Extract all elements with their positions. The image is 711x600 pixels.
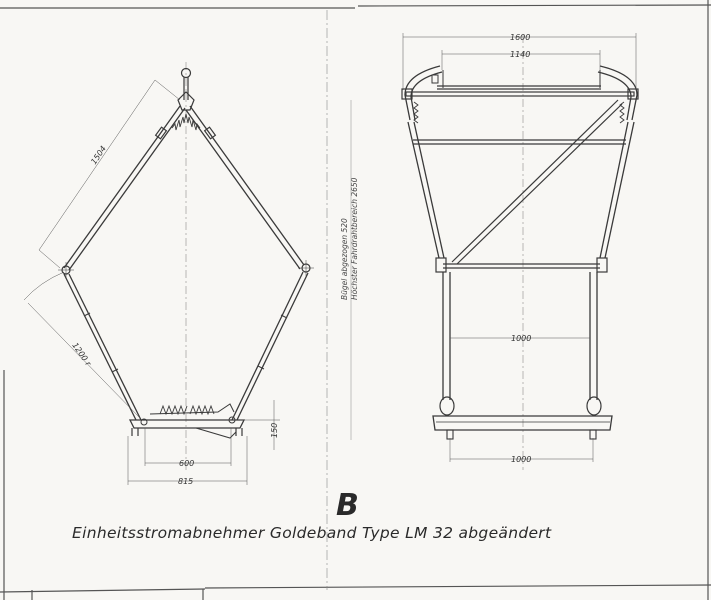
dim-base-height: 150 <box>270 423 279 438</box>
front-view-dimensions: 1600 1140 1000 1000 <box>510 33 531 464</box>
note-max-wire-height: Höchster Fahrdrahtbereich 2650 <box>350 177 359 300</box>
dim-base-width: 1000 <box>511 455 531 464</box>
drawing-letter: B <box>336 488 359 523</box>
front-view <box>401 33 639 470</box>
drawing-caption: Einheitsstromabnehmer Goldeband Type LM … <box>72 524 552 542</box>
dim-base-inner: 600 <box>179 459 194 468</box>
dim-base-outer: 815 <box>178 477 193 486</box>
note-bow-retracted: Bügel abgezogen 520 <box>340 218 349 300</box>
height-notes: Bügel abgezogen 520 Höchster Fahrdrahtbe… <box>340 100 359 440</box>
dim-lower-arm: 1200 r <box>70 341 93 368</box>
dim-upper-arm: 1504 <box>89 144 108 166</box>
dim-lower-frame: 1000 <box>511 334 531 343</box>
dim-bow-inner: 1140 <box>510 50 530 59</box>
dim-bow-outer: 1600 <box>510 33 530 42</box>
side-view <box>23 62 314 485</box>
